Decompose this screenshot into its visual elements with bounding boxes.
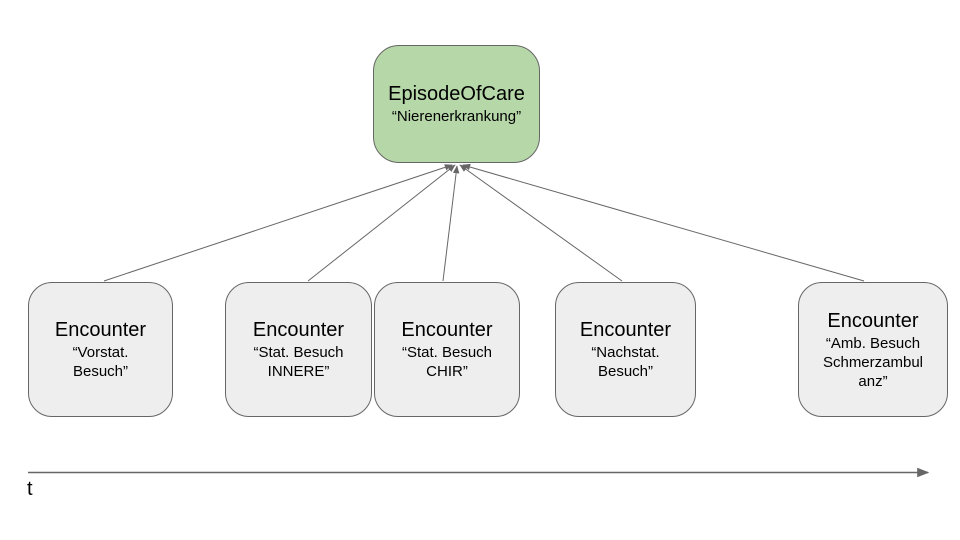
encounter-subtitle: “Stat. Besuch CHIR” (401, 344, 493, 380)
timeline-label: t (27, 478, 33, 500)
connector-line-encounter-5 (462, 163, 865, 282)
connector-line-encounter-1 (103, 164, 453, 282)
encounter-title: Encounter (401, 319, 493, 341)
episode-of-care-node: EpisodeOfCare “Nierenerkrankung” (373, 45, 540, 163)
encounter-title: Encounter (827, 309, 919, 332)
encounter-subtitle: “Stat. Besuch INNERE” (253, 344, 344, 380)
connector-line-encounter-4 (459, 164, 623, 282)
connector-line-encounter-2 (307, 164, 456, 282)
encounter-node-stat-besuch-chir: Encounter “Stat. Besuch CHIR” (374, 282, 520, 417)
encounter-title: Encounter (579, 319, 672, 341)
connector-line-encounter-3 (442, 165, 460, 282)
encounter-subtitle: “Nachstat. Besuch” (591, 344, 660, 380)
encounter-title: Encounter (54, 319, 147, 341)
episode-of-care-title: EpisodeOfCare (388, 83, 525, 105)
encounter-node-nachstat-besuch: Encounter “Nachstat. Besuch” (555, 282, 696, 417)
encounter-node-amb-besuch-schmerzambulanz: Encounter “Amb. Besuch Schmerzambul anz” (798, 282, 948, 417)
encounter-title: Encounter (252, 319, 345, 341)
encounter-node-stat-besuch-innere: Encounter “Stat. Besuch INNERE” (225, 282, 372, 417)
episode-of-care-subtitle: “Nierenerkrankung” (391, 108, 522, 125)
encounter-subtitle: “Amb. Besuch Schmerzambul anz” (822, 334, 924, 390)
encounter-subtitle: “Vorstat. Besuch” (72, 344, 129, 380)
encounter-node-vorstat-besuch: Encounter “Vorstat. Besuch” (28, 282, 173, 417)
